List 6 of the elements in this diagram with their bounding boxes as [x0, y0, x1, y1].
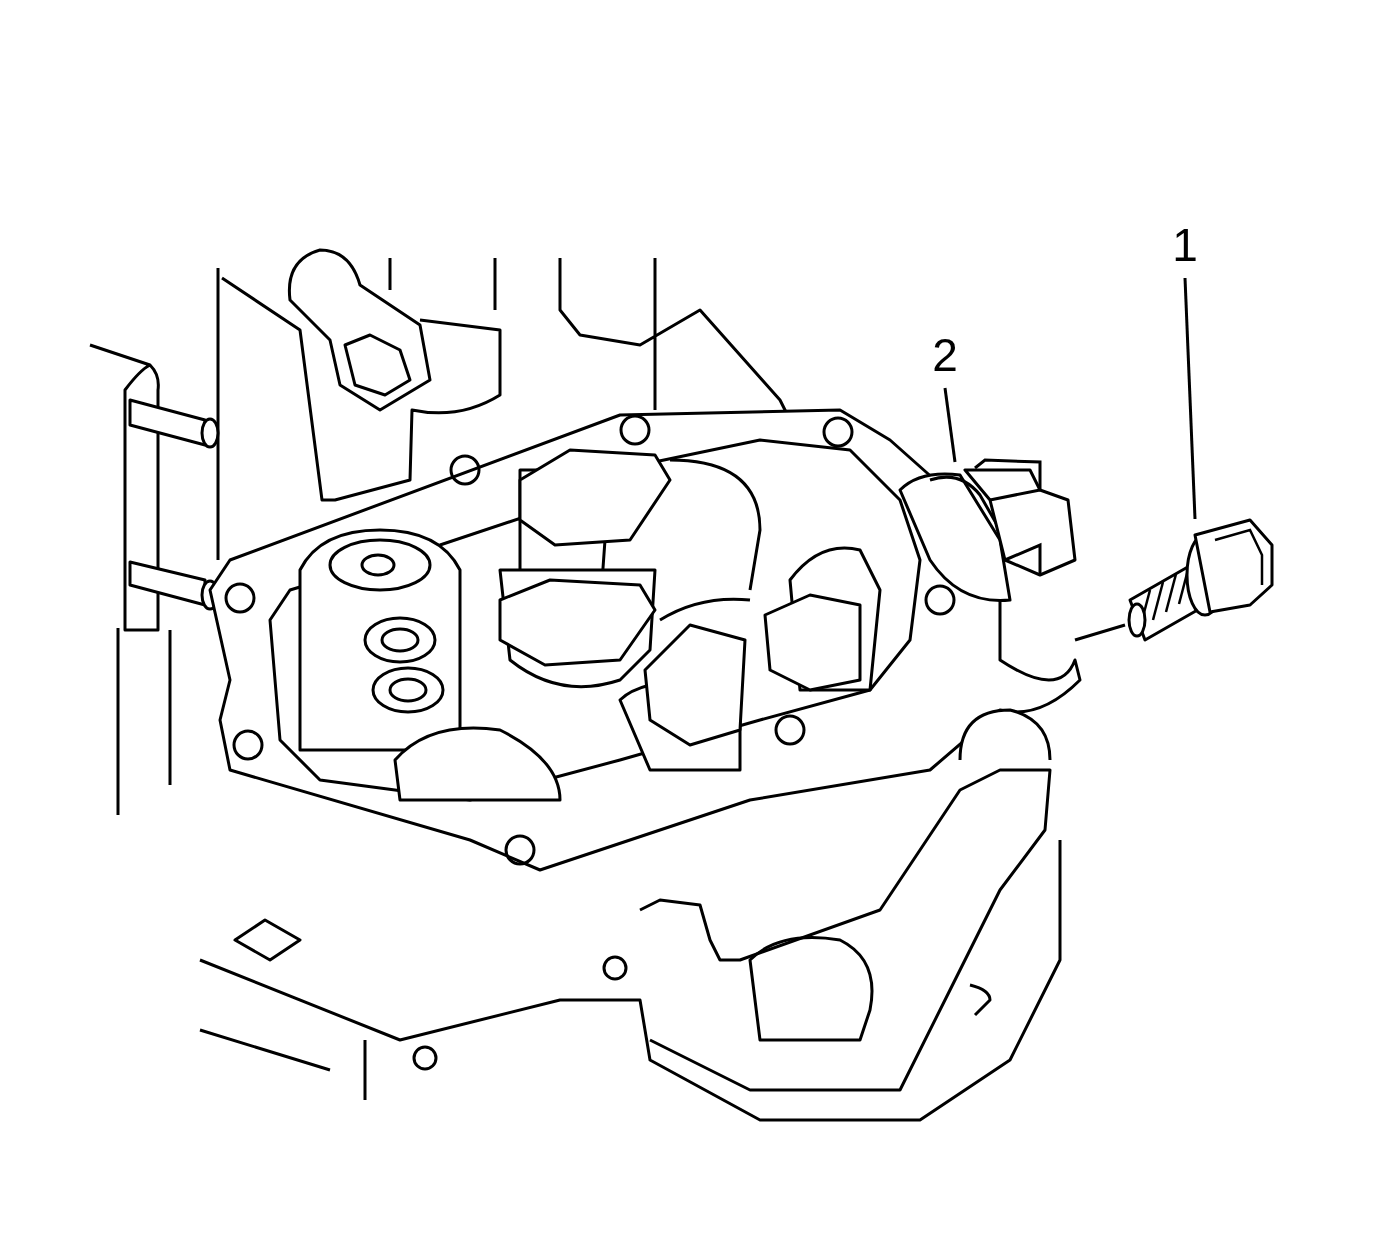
callout-number: 1 — [1172, 222, 1198, 268]
leader-line — [943, 387, 957, 463]
bolt-drawing — [1127, 518, 1274, 642]
callout-number: 2 — [932, 332, 958, 378]
electrical-connector-drawing — [898, 458, 1077, 602]
leader-line — [1183, 277, 1197, 520]
